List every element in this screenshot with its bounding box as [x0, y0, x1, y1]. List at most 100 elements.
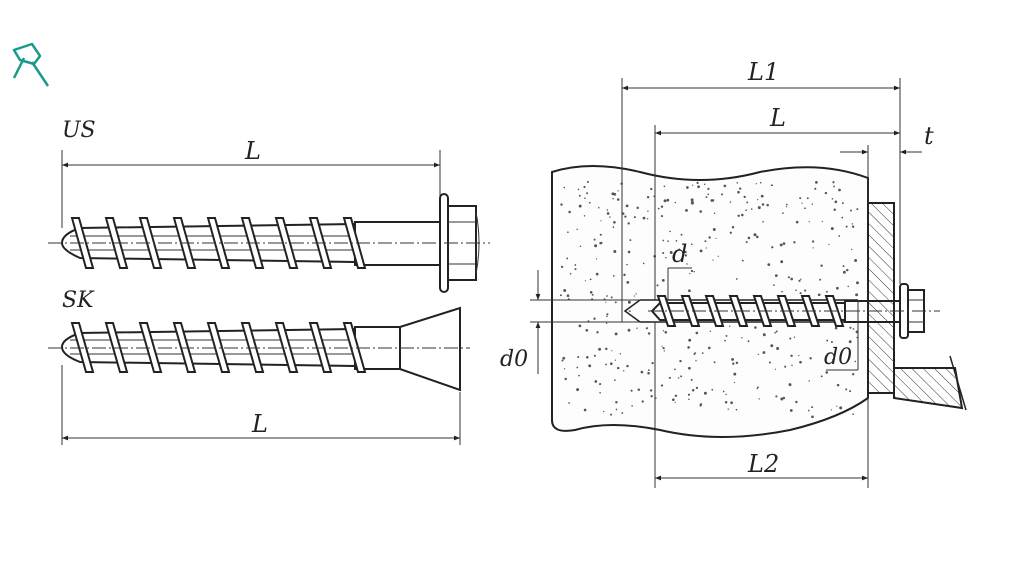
aggregate-dot: [578, 324, 582, 328]
aggregate-dot: [595, 272, 599, 276]
aggregate-dot: [842, 270, 846, 274]
aggregate-dot: [722, 390, 725, 393]
aggregate-dot: [666, 198, 670, 202]
aggregate-dot: [576, 228, 578, 231]
aggregate-dot: [586, 356, 589, 359]
aggregate-dot: [809, 357, 812, 360]
aggregate-dot: [784, 365, 787, 368]
aggregate-dot: [800, 278, 802, 280]
aggregate-dot: [613, 221, 616, 224]
thread: [680, 295, 701, 327]
aggregate-dot: [850, 209, 852, 212]
thread: [138, 322, 163, 373]
aggregate-dot: [793, 336, 796, 338]
aggregate-dot: [789, 337, 792, 340]
aggregate-dot: [757, 206, 761, 210]
aggregate-dot: [833, 185, 835, 188]
aggregate-dot: [674, 368, 676, 371]
aggregate-dot: [626, 263, 628, 266]
aggregate-dot: [746, 201, 749, 204]
aggregate-dot: [811, 415, 814, 419]
aggregate-dot: [588, 201, 591, 204]
aggregate-dot: [696, 181, 699, 185]
aggregate-dot: [615, 401, 618, 404]
aggregate-dot: [811, 240, 815, 243]
aggregate-dot: [672, 398, 675, 401]
pin-icon[interactable]: [12, 42, 50, 87]
aggregate-dot: [657, 207, 660, 210]
aggregate-dot: [675, 240, 678, 242]
thread: [206, 217, 231, 269]
aggregate-dot: [661, 279, 665, 282]
aggregate-dot: [747, 236, 751, 240]
aggregate-dot: [669, 230, 671, 233]
aggregate-dot: [806, 197, 809, 200]
aggregate-dot: [568, 402, 570, 404]
aggregate-dot: [767, 263, 771, 266]
aggregate-dot: [650, 187, 653, 191]
sk-length-label: L: [251, 410, 268, 438]
aggregate-dot: [727, 408, 729, 410]
aggregate-dot: [729, 201, 732, 203]
aggregate-dot: [647, 210, 649, 212]
aggregate-dot: [636, 327, 638, 329]
aggregate-dot: [627, 300, 631, 304]
aggregate-dot: [692, 184, 694, 186]
aggregate-dot: [733, 381, 736, 384]
aggregate-dot: [836, 383, 840, 387]
aggregate-dot: [693, 271, 695, 273]
thread: [138, 217, 163, 269]
aggregate-dot: [562, 356, 566, 360]
aggregate-dot: [614, 301, 617, 304]
aggregate-dot: [832, 181, 835, 184]
aggregate-dot: [735, 361, 739, 365]
aggregate-dot: [626, 281, 630, 284]
aggregate-dot: [662, 347, 665, 350]
aggregate-dot: [848, 340, 852, 344]
aggregate-dot: [817, 293, 821, 297]
aggregate-dot: [757, 199, 759, 201]
aggregate-dot: [578, 204, 582, 208]
aggregate-dot: [811, 406, 814, 409]
aggregate-dot: [729, 231, 732, 234]
aggregate-dot: [755, 183, 757, 185]
aggregate-dot: [808, 380, 810, 382]
aggregate-dot: [584, 280, 587, 282]
aggregate-dot: [780, 397, 784, 401]
aggregate-dot: [788, 383, 792, 387]
aggregate-dot: [708, 236, 711, 239]
aggregate-dot: [624, 215, 627, 218]
aggregate-dot: [674, 394, 678, 398]
aggregate-dot: [588, 364, 592, 368]
aggregate-dot: [707, 193, 710, 196]
aggregate-dot: [779, 243, 783, 247]
aggregate-dot: [606, 313, 609, 316]
aggregate-dot: [617, 190, 619, 192]
aggregate-dot: [684, 250, 687, 254]
aggregate-dot: [686, 186, 689, 189]
aggregate-dot: [713, 212, 716, 214]
aggregate-dot: [589, 278, 592, 281]
aggregate-dot: [685, 208, 688, 212]
aggregate-dot: [563, 289, 567, 292]
aggregate-dot: [641, 400, 644, 403]
aggregate-dot: [646, 218, 649, 220]
aggregate-dot: [774, 368, 777, 370]
aggregate-dot: [761, 203, 765, 206]
aggregate-dot: [838, 235, 841, 237]
aggregate-dot: [631, 405, 633, 407]
aggregate-dot: [807, 409, 810, 412]
aggregate-dot: [855, 293, 859, 297]
aggregate-dot: [851, 225, 855, 228]
aggregate-dot: [730, 401, 733, 405]
aggregate-dot: [743, 195, 746, 199]
aggregate-dot: [759, 181, 762, 184]
aggregate-dot: [594, 380, 598, 383]
aggregate-dot: [849, 326, 852, 329]
aggregate-dot: [789, 409, 793, 412]
aggregate-dot: [831, 198, 834, 200]
aggregate-dot: [711, 388, 714, 391]
aggregate-dot: [773, 284, 775, 286]
aggregate-dot: [606, 315, 608, 318]
aggregate-dot: [703, 183, 706, 185]
